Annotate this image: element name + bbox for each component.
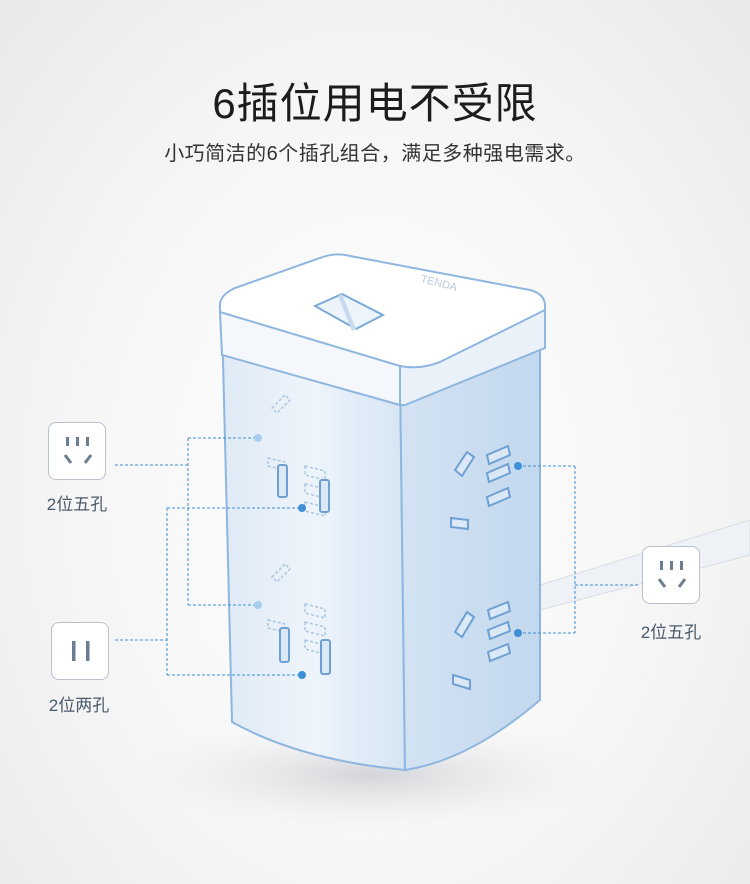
floor-shadow — [130, 720, 610, 830]
callout-label-left-bottom: 2位两孔 — [48, 696, 110, 715]
front-two-hole-upper — [277, 464, 330, 513]
lid-side — [399, 308, 546, 406]
five-hole-socket-icon — [48, 422, 106, 480]
headline: 6插位用电不受限 — [212, 80, 538, 127]
front-face — [220, 318, 407, 772]
front-two-hole-lower — [279, 627, 331, 675]
callout-dots — [254, 434, 522, 679]
side-five-hole-lower — [452, 600, 512, 691]
callout-label-left-top: 2位五孔 — [46, 495, 108, 514]
side-five-hole-upper — [450, 444, 512, 531]
five-hole-socket-icon — [642, 546, 700, 604]
callout-label-right: 2位五孔 — [640, 623, 702, 642]
two-hole-socket-icon — [51, 622, 109, 680]
subline: 小巧简洁的6个插孔组合，满足多种强电需求。 — [164, 143, 586, 165]
